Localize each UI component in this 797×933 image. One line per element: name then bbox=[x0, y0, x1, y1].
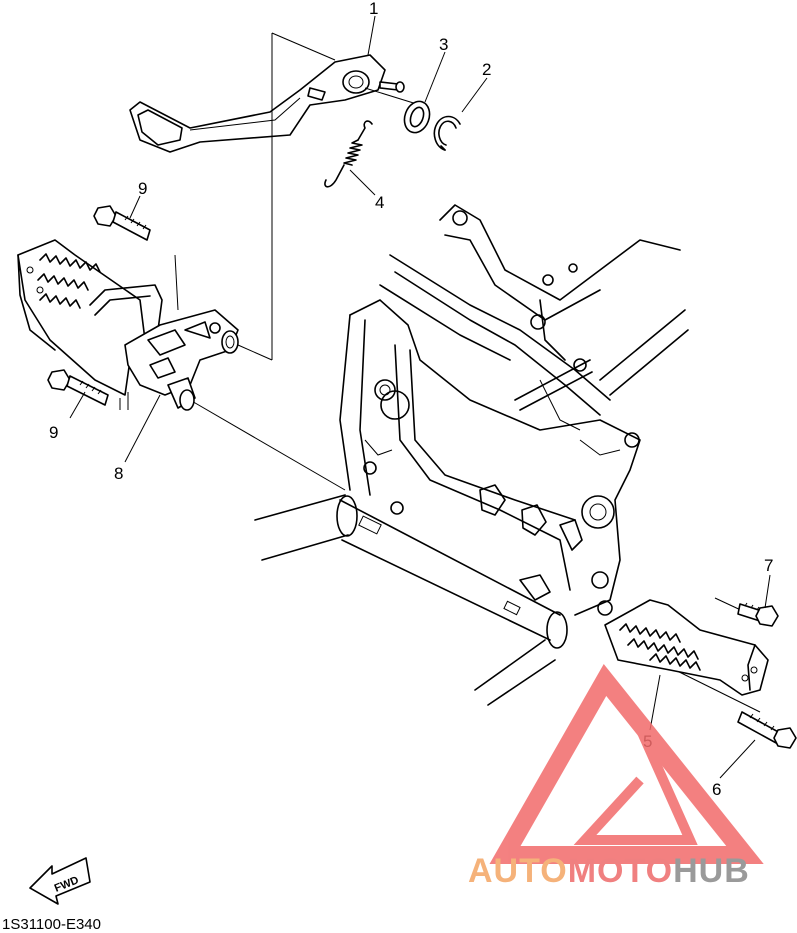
leader-lines bbox=[127, 32, 761, 713]
svg-text:AUTOMOTOHUB: AUTOMOTOHUB bbox=[468, 852, 750, 890]
callout-6: 6 bbox=[712, 780, 721, 799]
brake-pedal bbox=[129, 54, 405, 153]
callout-leaders bbox=[69, 15, 771, 779]
callout-1: 1 bbox=[369, 0, 378, 18]
bolt-9-lower bbox=[47, 369, 109, 406]
callout-3: 3 bbox=[439, 35, 448, 54]
bolt-9-upper bbox=[93, 205, 151, 241]
washer bbox=[403, 100, 431, 134]
callout-9-lower: 9 bbox=[49, 423, 58, 442]
watermark-text: AUTOMOTOHUB bbox=[468, 852, 750, 890]
right-footrest bbox=[604, 599, 769, 696]
circlip bbox=[433, 115, 461, 151]
callout-9-upper: 9 bbox=[138, 179, 147, 198]
bolt-7 bbox=[737, 602, 779, 627]
bolt-6 bbox=[737, 711, 797, 749]
callout-8: 8 bbox=[114, 464, 123, 483]
watermark-hub: HUB bbox=[673, 852, 750, 890]
callout-4: 4 bbox=[375, 193, 384, 212]
frame bbox=[254, 204, 689, 706]
watermark-moto: MOTO bbox=[568, 852, 673, 890]
watermark-logo bbox=[489, 664, 764, 864]
figure-code: 1S31100-E340 bbox=[2, 916, 101, 933]
callout-2: 2 bbox=[482, 60, 491, 79]
left-footrest-assembly bbox=[17, 239, 239, 411]
callout-7: 7 bbox=[764, 556, 773, 575]
watermark-inner-mark bbox=[573, 725, 698, 845]
return-spring bbox=[324, 120, 373, 188]
watermark-auto: AUTO bbox=[468, 852, 568, 890]
watermark-triangle bbox=[489, 664, 764, 864]
fwd-arrow: FWD bbox=[29, 857, 91, 905]
